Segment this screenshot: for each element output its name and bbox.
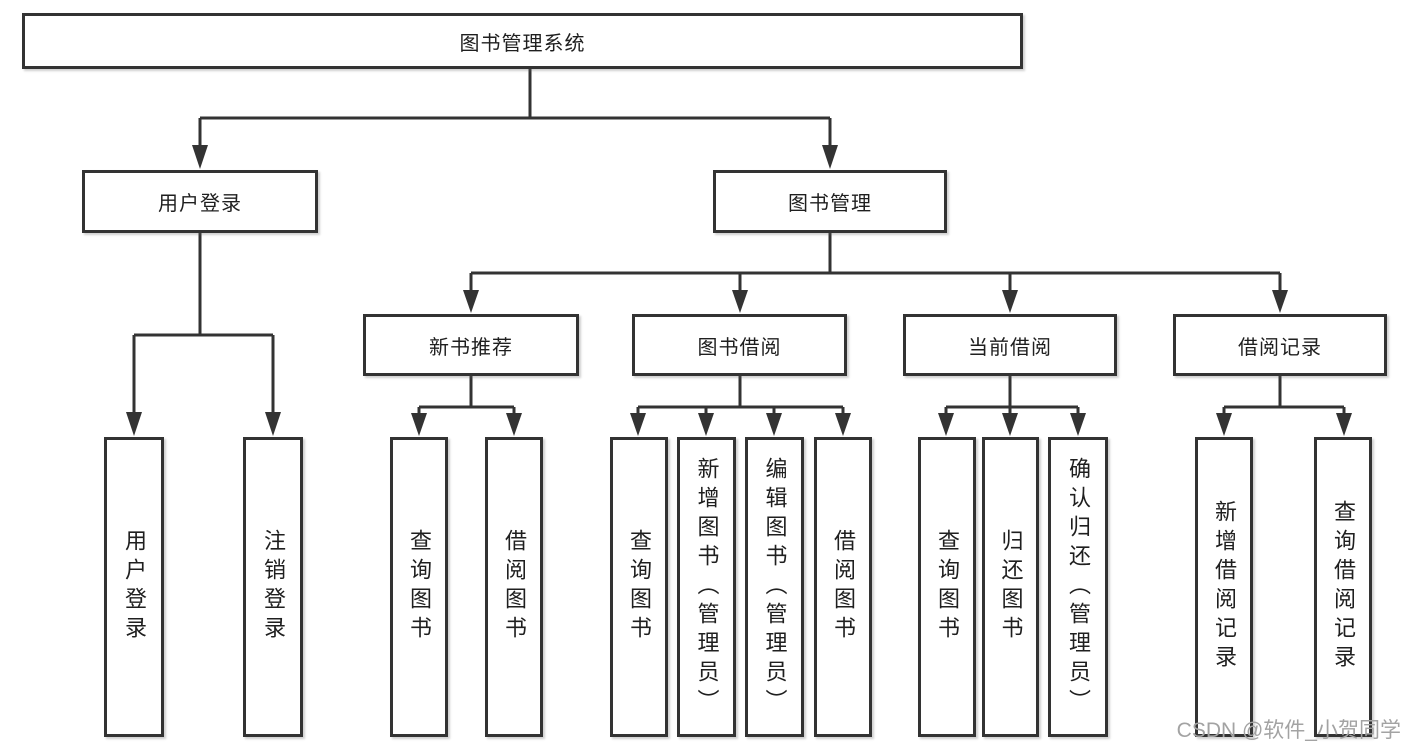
leaf-label: 查询借阅记录 <box>1331 500 1356 674</box>
node-root-library-system: 图书管理系统 <box>22 13 1023 69</box>
leaf-query-book-recommend: 查询图书 <box>390 437 448 737</box>
leaf-add-book-admin: 新增图书（管理员） <box>677 437 736 737</box>
leaf-borrow-book-recommend: 借阅图书 <box>485 437 543 737</box>
node-label: 图书管理系统 <box>459 32 586 55</box>
connector-user-login-to-leaves <box>126 233 281 436</box>
node-label: 图书管理 <box>788 193 872 215</box>
leaf-label: 确认归还（管理员） <box>1066 456 1091 718</box>
node-current-borrow: 当前借阅 <box>903 314 1117 376</box>
connector-root-to-level2 <box>192 69 838 169</box>
leaf-label: 新增图书（管理员） <box>694 456 720 718</box>
node-label: 借阅记录 <box>1238 336 1322 359</box>
leaf-label: 注销登录 <box>261 529 286 645</box>
leaf-label: 查询图书 <box>407 529 432 645</box>
leaf-query-book-borrow: 查询图书 <box>610 437 668 737</box>
node-new-book-recommend: 新书推荐 <box>363 314 579 376</box>
leaf-query-borrow-record: 查询借阅记录 <box>1314 437 1372 737</box>
node-book-management: 图书管理 <box>713 170 947 233</box>
leaf-confirm-return-admin: 确认归还（管理员） <box>1048 437 1108 737</box>
leaf-logout: 注销登录 <box>243 437 303 737</box>
connector-borrow-record-to-leaves <box>1216 376 1352 436</box>
leaf-borrow-book: 借阅图书 <box>814 437 872 737</box>
leaf-query-book-current: 查询图书 <box>918 437 976 737</box>
node-user-login: 用户登录 <box>82 170 318 233</box>
connector-new-book-to-leaves <box>411 376 522 436</box>
leaf-label: 查询图书 <box>627 529 652 645</box>
node-label: 当前借阅 <box>968 336 1052 359</box>
node-label: 用户登录 <box>158 193 242 215</box>
connector-book-management-to-level3 <box>463 233 1288 313</box>
leaf-label: 查询图书 <box>935 529 960 645</box>
leaf-user-login: 用户登录 <box>104 437 164 737</box>
leaf-label: 新增借阅记录 <box>1212 500 1237 674</box>
leaf-label: 编辑图书（管理员） <box>762 456 788 718</box>
csdn-watermark: CSDN @软件_小贺同学 <box>1176 719 1401 742</box>
leaf-return-book: 归还图书 <box>982 437 1039 737</box>
leaf-label: 归还图书 <box>998 529 1024 645</box>
node-label: 新书推荐 <box>429 336 513 359</box>
leaf-label: 借阅图书 <box>502 529 527 645</box>
connector-current-borrow-to-leaves <box>938 376 1086 436</box>
node-label: 图书借阅 <box>697 336 782 359</box>
leaf-label: 借阅图书 <box>831 529 856 645</box>
node-book-borrow: 图书借阅 <box>632 314 847 376</box>
leaf-label: 用户登录 <box>122 529 147 645</box>
leaf-edit-book-admin: 编辑图书（管理员） <box>745 437 804 737</box>
leaf-add-borrow-record: 新增借阅记录 <box>1195 437 1253 737</box>
connector-book-borrow-to-leaves <box>630 376 851 436</box>
node-borrow-record: 借阅记录 <box>1173 314 1387 376</box>
